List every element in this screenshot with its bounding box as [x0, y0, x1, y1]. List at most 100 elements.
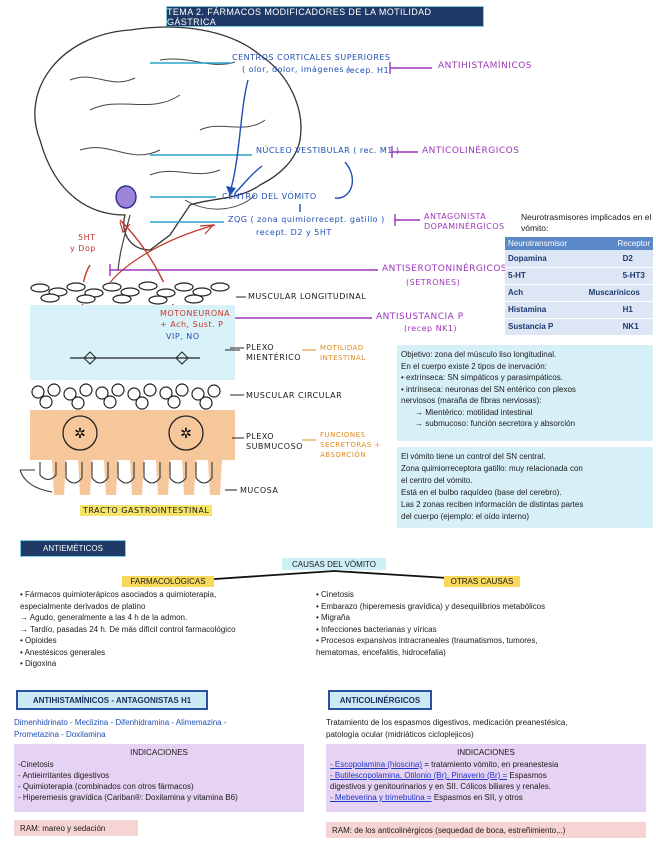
- objetivo-box: Objetivo: zona del músculo liso longitud…: [397, 345, 653, 441]
- drug-name: - Escopolamina (hioscina): [330, 760, 423, 769]
- zqg-receptors-label: recept. D2 y 5HT: [256, 228, 332, 237]
- motoneurona-plus-label: + Ach, Sust. P: [160, 320, 224, 329]
- mucosa-label: MUCOSA: [240, 486, 279, 495]
- causas-connector: [199, 570, 481, 581]
- objetivo-line: nerviosos (maraña de fibras nerviosas):: [401, 396, 542, 405]
- otras-causas-list: • Cinetosis • Embarazo (hiperemesis grav…: [316, 589, 646, 658]
- page-title: TEMA 2. FÁRMACOS MODIFICADORES DE LA MOT…: [166, 6, 484, 27]
- list-item: -Cinetosis: [18, 760, 54, 769]
- setrones-label: (SETRONES): [406, 278, 461, 287]
- objetivo-line: • intrínseca: neuronas del SN entérico c…: [401, 384, 576, 394]
- antisustancia-p-label: ANTISUSTANCIA P: [376, 312, 464, 322]
- list-item: • Opioides: [20, 636, 57, 645]
- list-item: → Agudo, generalmente a las 4 h de la ad…: [20, 613, 188, 622]
- vomit-center-blob: [115, 185, 137, 209]
- list-item: digestivos y genitourinarios y en SII. C…: [330, 781, 642, 792]
- control-line: Las 2 zonas reciben información de disti…: [401, 500, 584, 509]
- antihistaminicos-label: ANTIHISTAMÍNICOS: [438, 61, 533, 71]
- list-item: - Antieirritantes digestivos: [18, 771, 110, 780]
- table-cell: Histamina: [505, 301, 575, 319]
- control-line: Zona quimiorreceptora gatillo: muy relac…: [401, 464, 583, 473]
- list-item: • Infecciones bacterianas y víricas: [316, 624, 437, 634]
- anticolinergicos-desc-2: patología ocular (midriáticos ciclopleji…: [326, 730, 474, 739]
- muscular-longitudinal-label: MUSCULAR LONGITUDINAL: [248, 292, 367, 301]
- list-item: - Escopolamina (hioscina) = tratamiento …: [330, 759, 642, 770]
- list-item: → Tardío, pasadas 24 h. De más difícil c…: [20, 624, 236, 634]
- objetivo-line: Objetivo: zona del músculo liso longitud…: [401, 350, 557, 359]
- side-dop-label: y Dop: [70, 244, 96, 253]
- drug-use: Espasmos en SII, y otros: [431, 793, 523, 802]
- funciones-secretoras-label: FUNCIONES SECRETORAS + ABSORCIÓN: [320, 431, 381, 459]
- recept-h1-label: recep. H1: [346, 66, 390, 75]
- list-item: hematomas, encefalitis, hidrocefalia): [316, 647, 446, 657]
- objetivo-line: → submucoso: función secretora y absorci…: [415, 419, 576, 428]
- anticolinergicos-indicaciones: INDICACIONES - Escopolamina (hioscina) =…: [326, 744, 646, 812]
- zqg-label: ZQG ( zona quimiorrecept. gatillo ): [228, 215, 385, 224]
- tracto-gastrointestinal-label: TRACTO GASTROINTESTINAL: [80, 505, 213, 516]
- list-item: - Butilescopolamina, Otilonio (Br), Pina…: [330, 770, 642, 781]
- drug-use: Espasmos: [507, 771, 547, 780]
- motilidad-intestinal-label: MOTILIDAD INTESTINAL: [320, 344, 366, 362]
- drug-name: - Mebeverina y trimebutina =: [330, 793, 432, 802]
- drug-use: digestivos y genitourinarios y en SII. C…: [330, 782, 551, 791]
- centros-corticales-label: CENTROS CORTICALES SUPERIORES: [232, 53, 391, 62]
- control-box: El vómito tiene un control del SN centra…: [397, 447, 653, 528]
- list-item: especialmente derivados de platino: [20, 601, 146, 611]
- antiemeticos-heading: ANTIEMÉTICOS: [20, 540, 126, 557]
- antihistaminicos-drugs-1: Dimenhidrinato - Meclizina - Difenhidram…: [14, 718, 227, 727]
- table-cell: NK1: [574, 318, 653, 336]
- table-cell: Sustancia P: [505, 318, 575, 336]
- indicaciones-title: INDICACIONES: [457, 748, 515, 757]
- plexo-mienterico-label: PLEXO MIENTÉRICO: [246, 343, 302, 362]
- table-cell: H1: [574, 301, 653, 319]
- table-header: Neurotransmisor: [505, 237, 575, 250]
- brain-outline: [34, 26, 302, 251]
- drug-name: - Butilescopolamina, Otilonio (Br), Pina…: [330, 771, 508, 780]
- svg-text:✲: ✲: [180, 426, 192, 442]
- list-item: - Mebeverina y trimebutina = Espasmos en…: [330, 792, 642, 803]
- list-item: - Quimioterapia (combinados con otros fá…: [18, 782, 194, 791]
- farmacologicas-list: • Fármacos quimioterápicos asociados a q…: [20, 589, 310, 670]
- table-cell: 5-HT3: [574, 267, 653, 285]
- antag-dop-label-2: DOPAMINÉRGICOS: [424, 222, 505, 231]
- table-cell: D2: [574, 250, 653, 268]
- list-item: • Cinetosis: [316, 590, 354, 599]
- table-cell: 5-HT: [505, 267, 575, 285]
- antihistaminicos-ram: RAM: mareo y sedación: [14, 820, 138, 836]
- antihistaminicos-indicaciones: INDICACIONES -Cinetosis - Antieirritante…: [14, 744, 304, 812]
- control-line: Está en el bulbo raquídeo (base del cere…: [401, 488, 562, 497]
- neurotransmitter-caption: Neurotrasmisores implicados en el vómito…: [521, 212, 652, 233]
- list-item: - Hiperemesis gravídica (Cariban®: Doxil…: [18, 793, 238, 802]
- objetivo-line: • extrínseca: SN simpáticos y parasimpát…: [401, 373, 563, 382]
- control-line: el centro del vómito.: [401, 476, 473, 485]
- list-item: • Anestésicos generales: [20, 647, 106, 657]
- motoneurona-minus-label: VIP, NO: [166, 332, 200, 341]
- list-item: • Embarazo (hiperemesis gravídica) y des…: [316, 601, 546, 611]
- svg-text:✲: ✲: [74, 426, 86, 442]
- anticolinergicos-heading: ANTICOLINÉRGICOS: [328, 690, 432, 710]
- antag-dop-label-1: ANTAGONISTA: [424, 212, 487, 221]
- nucleo-vestibular-label: NÚCLEO VESTIBULAR ( rec. M1 ): [256, 146, 400, 155]
- antihistaminicos-heading: ANTIHISTAMÍNICOS - ANTAGONISTAS H1: [16, 690, 208, 710]
- antihistaminicos-drugs-2: Prometazina - Doxilamina: [14, 730, 106, 739]
- list-item: • Fármacos quimioterápicos asociados a q…: [20, 590, 217, 599]
- otras-causas-tag: OTRAS CAUSAS: [444, 576, 520, 587]
- anticolinergicos-label: ANTICOLINÉRGICOS: [422, 146, 520, 156]
- control-line: El vómito tiene un control del SN centra…: [401, 452, 546, 461]
- list-item: • Digoxina: [20, 659, 57, 668]
- list-item: • Migraña: [316, 613, 350, 622]
- neurotransmitter-panel: Neurotrasmisores implicados en el vómito…: [505, 212, 653, 336]
- anticolinergicos-ram: RAM: de los anticolinérgicos (sequedad d…: [326, 822, 646, 838]
- causas-title: CAUSAS DEL VÓMITO: [282, 558, 386, 570]
- drug-use: = tratamiento vómito, en preanestesia: [422, 760, 559, 769]
- side-5ht-label: 5HT: [78, 233, 96, 242]
- farmacologicas-tag: FARMACOLÓGICAS: [122, 576, 214, 587]
- objetivo-line: En el cuerpo existe 2 tipos de inervació…: [401, 361, 547, 371]
- indicaciones-title: INDICACIONES: [130, 748, 188, 757]
- control-line: del cuerpo (ejemplo: el oído interno): [401, 512, 530, 521]
